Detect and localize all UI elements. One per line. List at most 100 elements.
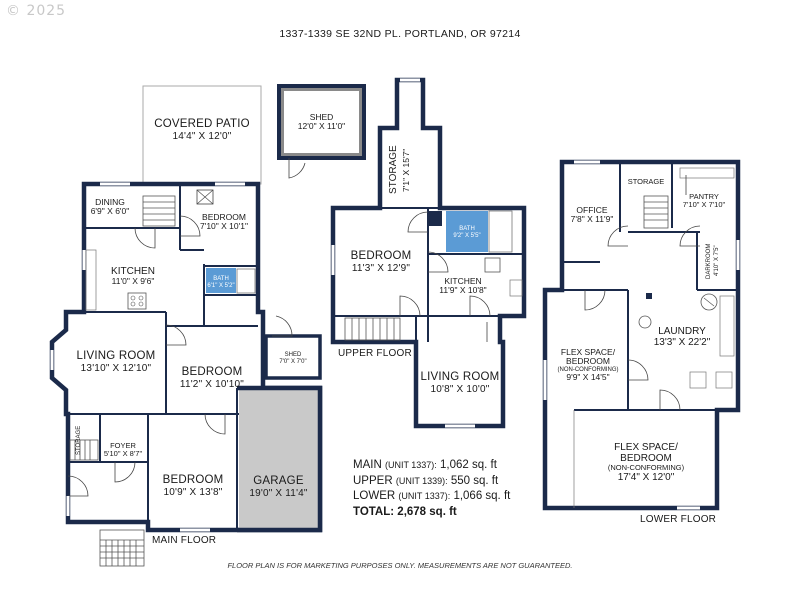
office-size: 7'8" X 11'9" (570, 214, 614, 225)
total-main-row: MAIN (UNIT 1337): 1,062 sq. ft (353, 458, 510, 474)
dining-label: DINING 6'9" X 6'0" (84, 197, 136, 217)
dining-size: 6'9" X 6'0" (90, 206, 130, 217)
laundry-label: LAUNDRY 13'3" X 22'2" (630, 326, 734, 348)
bath-main-label: BATH 6'1" X 5'2" (206, 276, 236, 289)
garage-name: GARAGE (253, 475, 304, 487)
flex-1-note: (NON-CONFORMING) (557, 366, 619, 373)
covered-patio-size: 14'4" X 12'0" (172, 130, 232, 142)
shed-small (264, 334, 322, 380)
storage-main-name: STORAGE (76, 425, 82, 455)
foyer-size: 5'10" X 8'7" (103, 449, 143, 459)
upper-floor-plan (330, 77, 527, 429)
covered-patio-name: COVERED PATIO (154, 118, 250, 130)
bedroom-main-small-label: BEDROOM 7'10" X 10'1" (190, 212, 258, 232)
living-main-name: LIVING ROOM (76, 350, 156, 362)
foyer-name: FOYER (110, 441, 136, 450)
storage-main-label: STORAGE (76, 420, 83, 460)
flex-2-name-line1: FLEX SPACE/ (614, 442, 678, 453)
living-upper-name: LIVING ROOM (420, 371, 500, 383)
laundry-size: 13'3" X 22'2" (653, 337, 711, 348)
pantry-name: PANTRY (689, 192, 719, 201)
watermark: © 2025 (6, 3, 67, 19)
covered-patio-label: COVERED PATIO 14'4" X 12'0" (143, 118, 261, 142)
bedroom-main-mid-size: 11'2" X 10'10" (179, 378, 245, 390)
living-main-label: LIVING ROOM 13'10" X 12'10" (66, 350, 166, 374)
shed-top-name: SHED (309, 112, 334, 122)
living-upper-size: 10'8" X 10'0" (430, 383, 490, 395)
living-upper-label: LIVING ROOM 10'8" X 10'0" (418, 371, 502, 395)
living-main-size: 13'10" X 12'10" (80, 362, 152, 374)
storage-upper-name: STORAGE (388, 145, 399, 195)
flex-2-label: FLEX SPACE/ BEDROOM (NON-CONFORMING) 17'… (576, 442, 716, 483)
total-all-row: TOTAL: 2,678 sq. ft (353, 505, 510, 521)
darkroom-name: DARKROOM (706, 243, 712, 279)
total-main-unit: (UNIT 1337): (384, 460, 437, 470)
total-lower-unit: (UNIT 1337): (398, 491, 451, 501)
foyer-label: FOYER 5'10" X 8'7" (100, 441, 146, 459)
shed-top-label: SHED 12'0" X 11'0" (284, 112, 359, 132)
bath-upper-size: 9'2" X 5'5" (453, 232, 481, 239)
bath-main-name: BATH (213, 276, 229, 282)
total-upper-unit: (UNIT 1339): (395, 475, 448, 486)
storage-upper-size-wrap: 7'1" X 15'7" (401, 135, 411, 205)
kitchen-upper-size: 11'9" X 10'8" (439, 285, 487, 296)
darkroom-label: DARKROOM (706, 236, 713, 286)
main-floor-walls (49, 181, 323, 533)
bedroom-upper-label: BEDROOM 11'3" X 12'9" (336, 250, 426, 274)
flex-2-size: 17'4" X 12'0" (617, 472, 675, 484)
kitchen-upper-name: KITCHEN (444, 276, 482, 286)
bedroom-main-small-size: 7'10" X 10'1" (199, 221, 249, 232)
shed-small-size: 7'0" X 7'0" (279, 358, 307, 365)
office-label: OFFICE 7'8" X 11'9" (564, 205, 620, 225)
bedroom-main-bottom-size: 10'9" X 13'8" (163, 486, 223, 498)
bedroom-main-mid-label: BEDROOM 11'2" X 10'10" (166, 366, 258, 390)
office-name: OFFICE (576, 205, 608, 215)
area-totals: MAIN (UNIT 1337): 1,062 sq. ft UPPER (UN… (353, 458, 510, 520)
total-lower-row: LOWER (UNIT 1337): 1,066 sq. ft (353, 489, 510, 505)
kitchen-upper-label: KITCHEN 11'9" X 10'8" (428, 276, 498, 296)
bedroom-main-bottom-name: BEDROOM (162, 474, 224, 486)
flex-1-label: FLEX SPACE/ BEDROOM (NON-CONFORMING) 9'9… (548, 347, 628, 383)
dining-name: DINING (95, 197, 125, 207)
total-upper-row: UPPER (UNIT 1339): 550 sq. ft (353, 474, 510, 490)
kitchen-main-name: KITCHEN (111, 266, 155, 277)
shed-small-name: SHED (284, 352, 302, 358)
total-main-label: MAIN (353, 459, 382, 471)
garage-fill (239, 390, 318, 528)
main-floor-label: MAIN FLOOR (152, 535, 217, 546)
flex-1-name-line1: FLEX SPACE/ (560, 347, 616, 357)
storage-lower-label: STORAGE (622, 177, 670, 186)
total-all-label: TOTAL: (353, 505, 395, 518)
flex-2-note: (NON-CONFORMING) (607, 463, 685, 472)
bedroom-upper-size: 11'3" X 12'9" (351, 262, 411, 274)
total-main-value: 1,062 sq. ft (440, 459, 497, 471)
bedroom-main-small-name: BEDROOM (202, 212, 246, 222)
bath-main-size: 6'1" X 5'2" (207, 282, 235, 289)
total-lower-label: LOWER (353, 490, 396, 502)
flex-2-name-line2: BEDROOM (620, 453, 672, 464)
garage-size: 19'0" X 11'4" (249, 487, 308, 499)
total-all-value: 2,678 sq. ft (397, 505, 457, 518)
darkroom-size: 4'10" X 7'5" (714, 245, 720, 277)
shed-small-label: SHED 7'0" X 7'0" (268, 352, 318, 365)
kitchen-main-size: 11'0" X 9'6" (111, 276, 155, 286)
darkroom-size-wrap: 4'10" X 7'5" (714, 236, 721, 286)
main-floor-plan (49, 84, 366, 567)
total-upper-label: UPPER (353, 474, 393, 487)
lower-floor-label: LOWER FLOOR (640, 514, 717, 525)
storage-lower-name: STORAGE (627, 177, 665, 186)
bath-upper-fill (446, 211, 488, 252)
flex-1-name-line2: BEDROOM (566, 356, 610, 367)
disclaimer: FLOOR PLAN IS FOR MARKETING PURPOSES ONL… (227, 561, 573, 570)
bedroom-upper-name: BEDROOM (350, 250, 412, 262)
storage-upper-size: 7'1" X 15'7" (401, 148, 411, 192)
bath-upper-name: BATH (459, 226, 475, 232)
property-address: 1337-1339 SE 32ND PL. PORTLAND, OR 97214 (279, 28, 521, 40)
bath-main-fill (206, 268, 236, 293)
laundry-name: LAUNDRY (658, 326, 706, 337)
bedroom-main-mid-name: BEDROOM (181, 366, 243, 378)
total-lower-value: 1,066 sq. ft (453, 490, 511, 502)
lower-floor-plan (542, 159, 741, 511)
upper-floor-label: UPPER FLOOR (338, 348, 412, 359)
